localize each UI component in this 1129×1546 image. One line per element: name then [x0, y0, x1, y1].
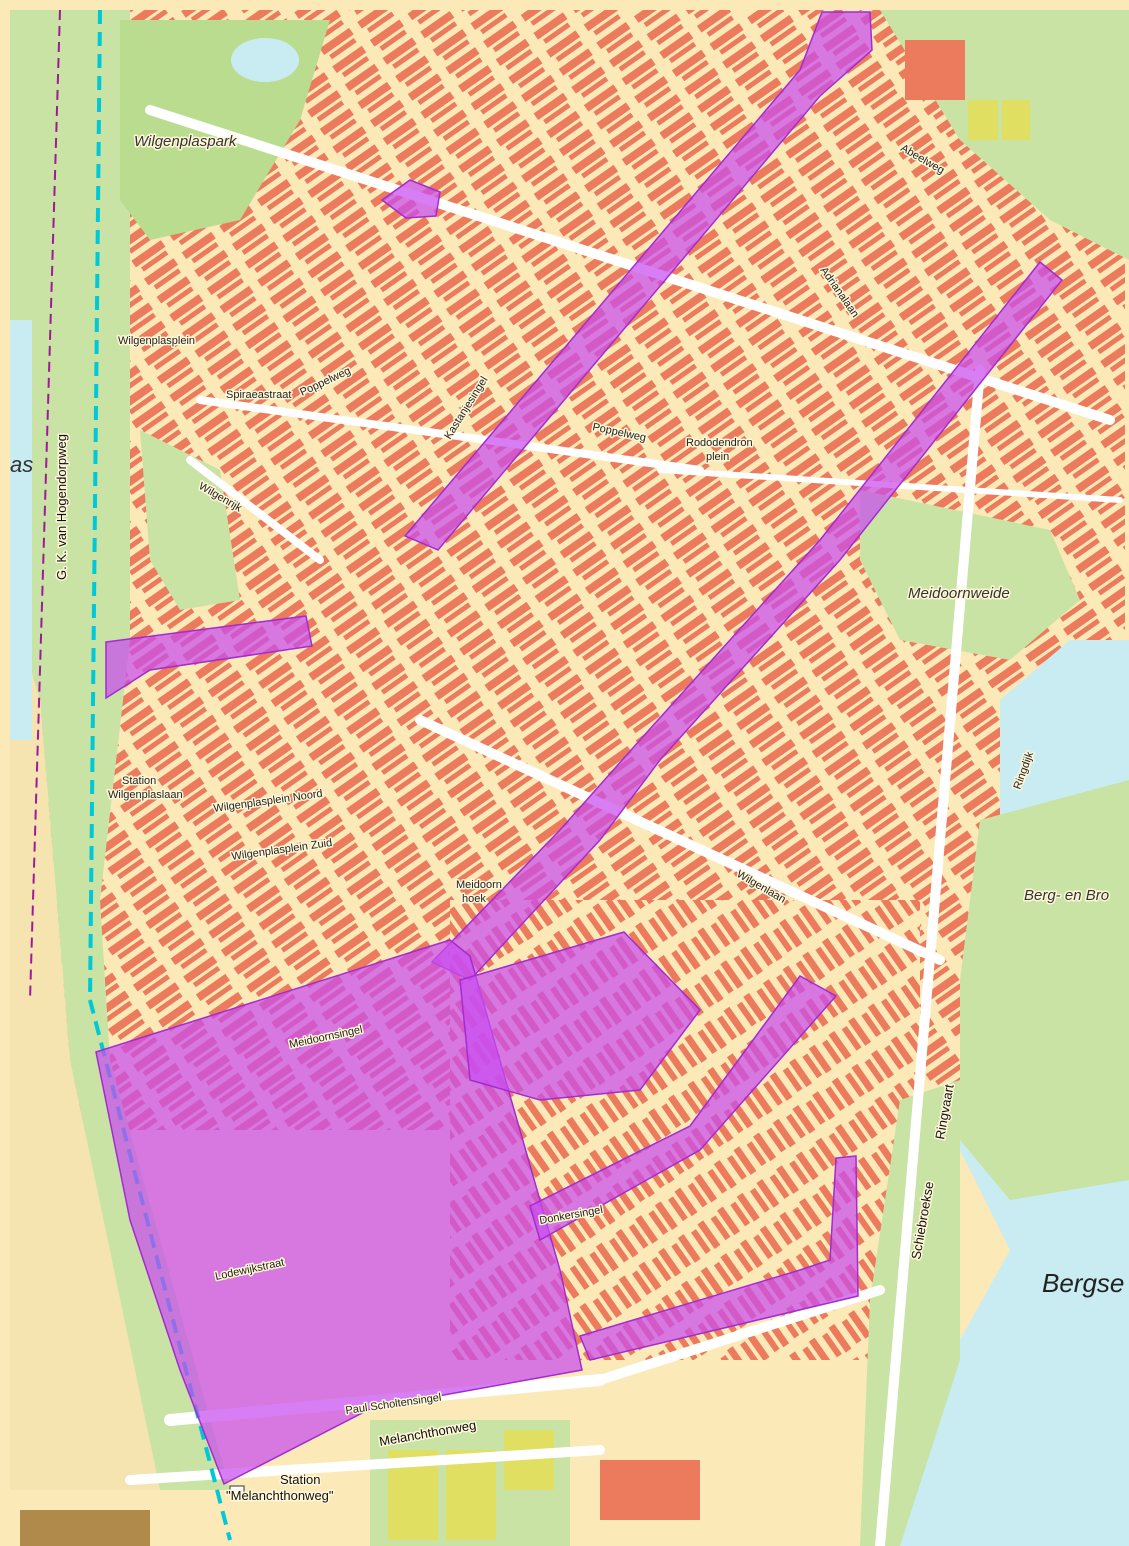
label-station-1: Station: [280, 1472, 320, 1487]
label-station-2: "Melanchthonweg": [226, 1488, 334, 1503]
berg-en-broek-green: [960, 780, 1129, 1200]
highlighted-areas: [95, 11, 1064, 1486]
highlight-kastanjesingel: [403, 11, 873, 551]
station-melanchthonweg-marker: [229, 1485, 245, 1495]
south-building-1: [600, 1460, 700, 1520]
west-waterway: [10, 320, 32, 740]
highlight-south-east: [578, 1155, 859, 1361]
label-spiraeastraat: Spiraeastraat: [226, 389, 291, 401]
label-meidoornhoek-2: hoek: [462, 893, 486, 905]
label-wilgenplasplein: Wilgenplasplein: [118, 335, 195, 347]
label-bergse: Bergse: [1042, 1268, 1124, 1298]
ne-building: [905, 40, 965, 100]
highlight-east-block: [459, 931, 701, 1101]
wilgenplas-pond: [231, 38, 299, 82]
highlight-donkersingel: [529, 975, 838, 1242]
label-wilgenplaspark: Wilgenplaspark: [134, 133, 238, 150]
label-station-wilgenplas: Station: [122, 775, 156, 787]
rail-corridor-green: [10, 10, 230, 1490]
metro-line: [29, 9, 61, 1001]
highlight-main-block: [95, 939, 583, 1486]
label-meidoornweide: Meidoornweide: [908, 585, 1010, 602]
ne-sportsfield-1: [968, 100, 998, 140]
railway-line: [88, 9, 102, 1001]
highlight-lariksplein: [380, 179, 441, 219]
label-as: as: [10, 452, 33, 477]
south-field-2: [446, 1450, 496, 1540]
label-gk-van-hogendorpweg: G. K. van Hogendorpweg: [54, 434, 69, 580]
highlight-asterweg: [105, 615, 313, 700]
ne-sportsfield-2: [1002, 100, 1030, 140]
label-meidoornhoek: Meidoorn: [456, 879, 502, 891]
label-station-wilgenplas-2: Wilgenplaslaan: [108, 789, 183, 801]
south-building-2: [20, 1510, 150, 1546]
label-rododendron: Rododendron: [686, 437, 753, 449]
meidoornweide-area: [860, 490, 1080, 660]
label-berg-en-bro: Berg- en Bro: [1024, 887, 1109, 904]
label-rododendron-2: plein: [706, 451, 729, 463]
west-strip: [10, 600, 160, 1490]
